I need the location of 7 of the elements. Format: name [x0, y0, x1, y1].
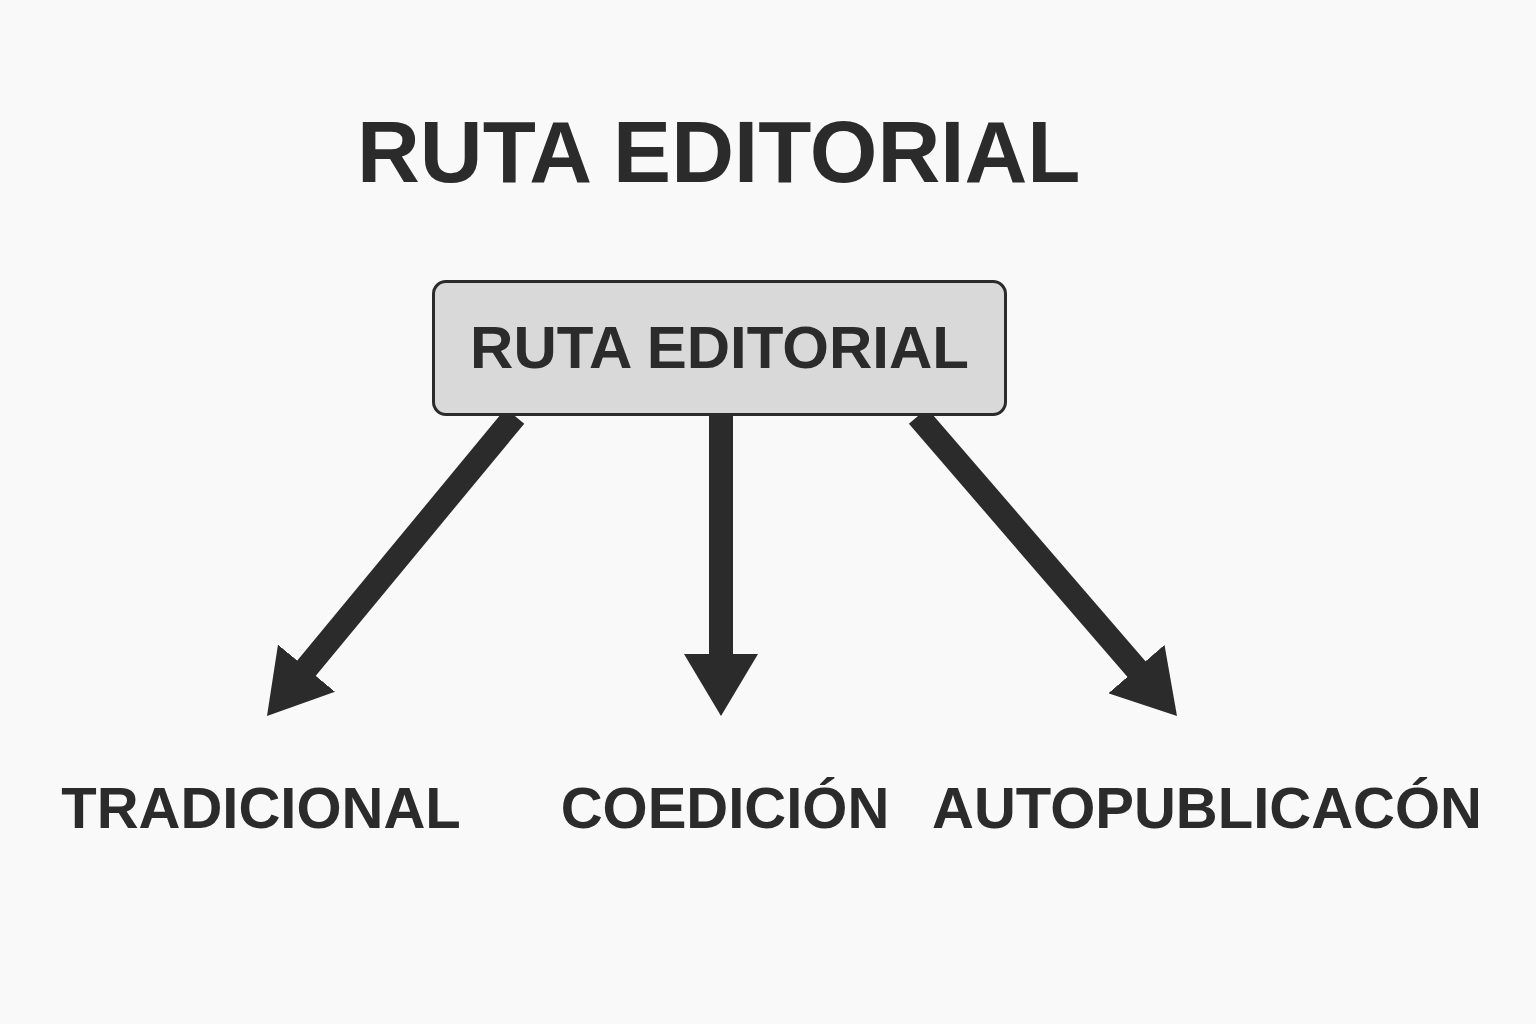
diagram-title: RUTA EDITORIAL [357, 108, 1082, 195]
process-box [432, 280, 1007, 416]
branch-label: AUTOPUBLICACÓN [920, 776, 1494, 840]
branch-label: COEDICIÓN [535, 776, 915, 840]
arrow [684, 416, 758, 716]
branch-label: TRADICIONAL [41, 776, 481, 840]
box-label: RUTA EDITORIAL [470, 318, 969, 378]
